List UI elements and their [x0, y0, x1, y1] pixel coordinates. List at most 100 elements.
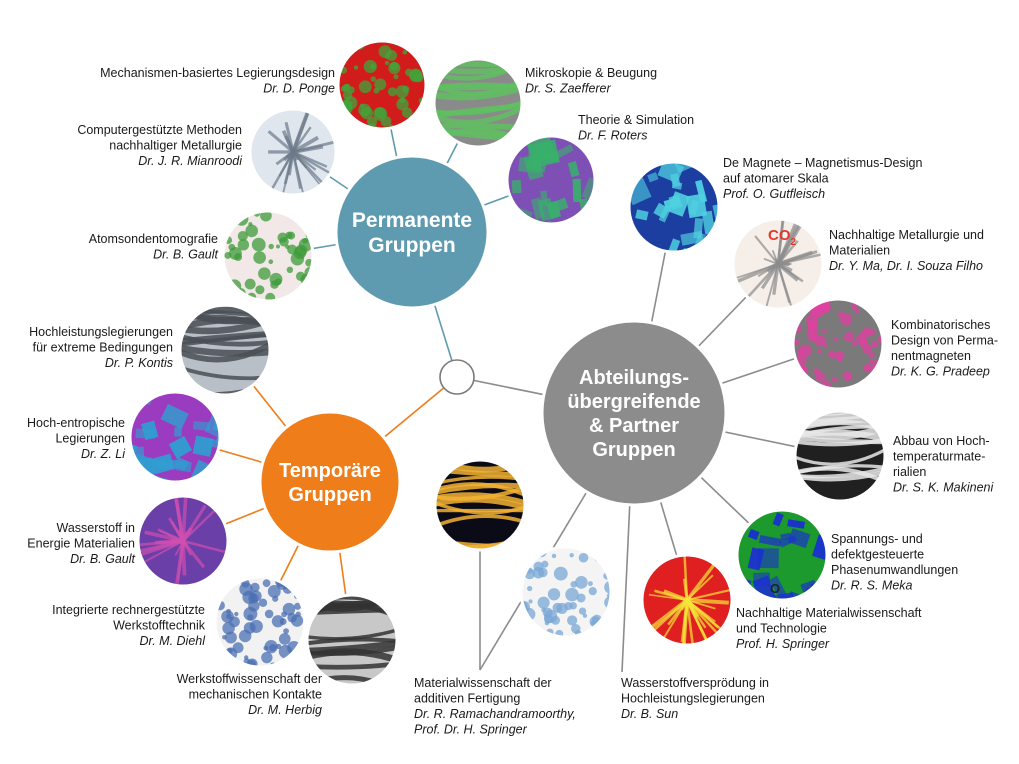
hub-cross-title-line: & Partner — [589, 415, 679, 437]
group-author-nachhaltige_metallurgie: Dr. Y. Ma, Dr. I. Souza Filho — [829, 259, 983, 273]
hub-circles: PermanenteGruppenTemporäreGruppenAbteilu… — [258, 154, 728, 554]
thumb-ring-wasserstoff — [136, 494, 230, 588]
group-title-integrierte: Werkstofftechnik — [113, 619, 206, 633]
group-author-abbau: Dr. S. K. Makineni — [893, 481, 994, 495]
group-author2-additive: Prof. Dr. H. Springer — [414, 723, 528, 737]
thumb-ring-atomsonde — [221, 209, 315, 303]
group-title-kontakte: Werkstoffwissenschaft der — [177, 672, 322, 686]
group-title-nachhaltige_metallurgie: Nachhaltige Metallurgie und — [829, 228, 984, 242]
group-title-computer: nachhaltiger Metallurgie — [109, 139, 242, 153]
center-node-circle — [439, 359, 475, 395]
molten-metal-icon — [642, 555, 732, 645]
group-title-abbau: Abbau von Hoch- — [893, 434, 990, 448]
group-title-wasserstoffversproedung: Wasserstoffversprödung in — [621, 676, 769, 690]
group-title-hochentropisch: Legierungen — [55, 432, 125, 446]
simulation-icon — [507, 136, 595, 224]
group-title-wasserstoff: Energie Materialien — [27, 537, 135, 551]
thumb-ring-wasserstoffversproedung — [519, 545, 613, 639]
hub-cross-title-line: Gruppen — [592, 439, 675, 461]
group-author-spannung: Dr. R. S. Meka — [831, 579, 913, 593]
group-title-theorie: Theorie & Simulation — [578, 113, 694, 127]
thumb-ring-materialwissenschaft_tech — [640, 553, 734, 647]
thumb-ring-hochentropisch — [128, 390, 222, 484]
group-title-additive: additiven Fertigung — [414, 692, 520, 706]
group-title-mechanismen: Mechanismen-basiertes Legierungsdesign — [100, 66, 335, 80]
group-title-wasserstoff: Wasserstoff in — [57, 521, 136, 535]
hand-metal-icon — [733, 219, 823, 309]
group-title-mikroskopie: Mikroskopie & Beugung — [525, 66, 657, 80]
thumb-ring-integrierte — [213, 575, 307, 669]
group-title-computer: Computergestützte Methoden — [77, 123, 242, 137]
thumb-ring-mechanismen — [336, 39, 428, 131]
group-author-wasserstoff: Dr. B. Gault — [70, 552, 135, 566]
group-labels: Mechanismen-basiertes LegierungsdesignDr… — [27, 66, 998, 737]
badge-nachhaltige_metallurgie: CO2 — [768, 227, 797, 248]
thumb-ring-magnete — [627, 160, 721, 254]
group-author-kombinatorisch: Dr. K. G. Pradeep — [891, 365, 990, 379]
thumb-ring-kombinatorisch — [791, 297, 885, 391]
group-author-hochleistung: Dr. P. Kontis — [105, 356, 173, 370]
group-author-wasserstoffversproedung: Dr. B. Sun — [621, 707, 678, 721]
group-title-kontakte: mechanischen Kontakte — [189, 688, 322, 702]
group-title-hochentropisch: Hoch-entropische — [27, 416, 125, 430]
group-title-spannung: Phasenumwandlungen — [831, 563, 958, 577]
group-title-additive: Materialwissenschaft der — [414, 676, 552, 690]
group-title-abbau: rialien — [893, 465, 926, 479]
group-author-computer: Dr. J. R. Mianroodi — [138, 154, 243, 168]
hub-temporary-title-line: Gruppen — [288, 484, 371, 506]
workflow-cycle-icon — [215, 577, 305, 667]
group-title-hochleistung: Hochleistungslegierungen — [29, 325, 173, 339]
hub-temporary-title-line: Temporäre — [279, 460, 381, 482]
group-title-spannung: Spannungs- und — [831, 532, 923, 546]
thumb-ring-additive — [433, 458, 527, 552]
badge-spannung: O — [770, 581, 780, 596]
hydride-icon — [138, 496, 228, 586]
group-author-hochentropisch: Dr. Z. Li — [81, 447, 126, 461]
group-title-magnete: De Magnete – Magnetismus-Design — [723, 156, 922, 170]
hub-cross — [540, 319, 728, 507]
thumb-ring-theorie — [505, 134, 597, 226]
thumb-ring-abbau — [793, 409, 887, 503]
group-title-hochleistung: für extreme Bedingungen — [33, 341, 173, 355]
hub-temporary — [258, 410, 402, 554]
group-title-integrierte: Integrierte rechnergestützte — [52, 603, 205, 617]
group-title-kombinatorisch: nentmagneten — [891, 349, 971, 363]
sem-particles-icon — [793, 299, 883, 389]
thumb-ring-spannung — [735, 508, 829, 602]
magnetic-domains-icon — [629, 162, 719, 252]
thumb-ring-kontakte — [305, 593, 399, 687]
thumb-ring-computer — [248, 107, 338, 197]
group-title-spannung: defektgesteuerte — [831, 548, 924, 562]
hub-cross-title-line: Abteilungs- — [579, 367, 689, 389]
group-title-atomsonde: Atomsondentomografie — [89, 232, 218, 246]
group-title-kombinatorisch: Kombinatorisches — [891, 318, 990, 332]
group-author-magnete: Prof. O. Gutfleisch — [723, 187, 825, 201]
hub-permanent-title-line: Permanente — [352, 209, 472, 232]
thumb-ring-mikroskopie — [432, 57, 524, 149]
group-author-materialwissenschaft_tech: Prof. H. Springer — [736, 637, 830, 651]
hub-cross-title-line: übergreifende — [567, 391, 700, 413]
thumb-ring-hochleistung — [178, 303, 272, 397]
group-author-kontakte: Dr. M. Herbig — [248, 703, 322, 717]
group-title-magnete: auf atomarer Skala — [723, 172, 829, 186]
group-title-materialwissenschaft_tech: und Technologie — [736, 622, 827, 636]
hub-permanent-title-line: Gruppen — [368, 234, 456, 257]
group-title-abbau: temperaturmate- — [893, 450, 985, 464]
group-title-wasserstoffversproedung: Hochleistungslegierungen — [621, 692, 765, 706]
group-title-kombinatorisch: Design von Perma- — [891, 334, 998, 348]
group-author-mikroskopie: Dr. S. Zaefferer — [525, 82, 612, 96]
group-author-additive: Dr. R. Ramachandramoorthy, — [414, 707, 576, 721]
group-title-nachhaltige_metallurgie: Materialien — [829, 244, 890, 258]
group-author-atomsonde: Dr. B. Gault — [153, 248, 218, 262]
process-flow-icon — [250, 109, 336, 195]
hub-permanent — [334, 154, 490, 310]
central-node — [439, 359, 475, 395]
group-author-theorie: Dr. F. Roters — [578, 129, 647, 143]
group-title-materialwissenschaft_tech: Nachhaltige Materialwissenschaft — [736, 606, 922, 620]
thumb-ring-nachhaltige_metallurgie — [731, 217, 825, 311]
hydrogen-schematic-icon — [521, 547, 611, 637]
atom-probe-icon — [223, 211, 313, 301]
group-author-integrierte: Dr. M. Diehl — [139, 634, 206, 648]
